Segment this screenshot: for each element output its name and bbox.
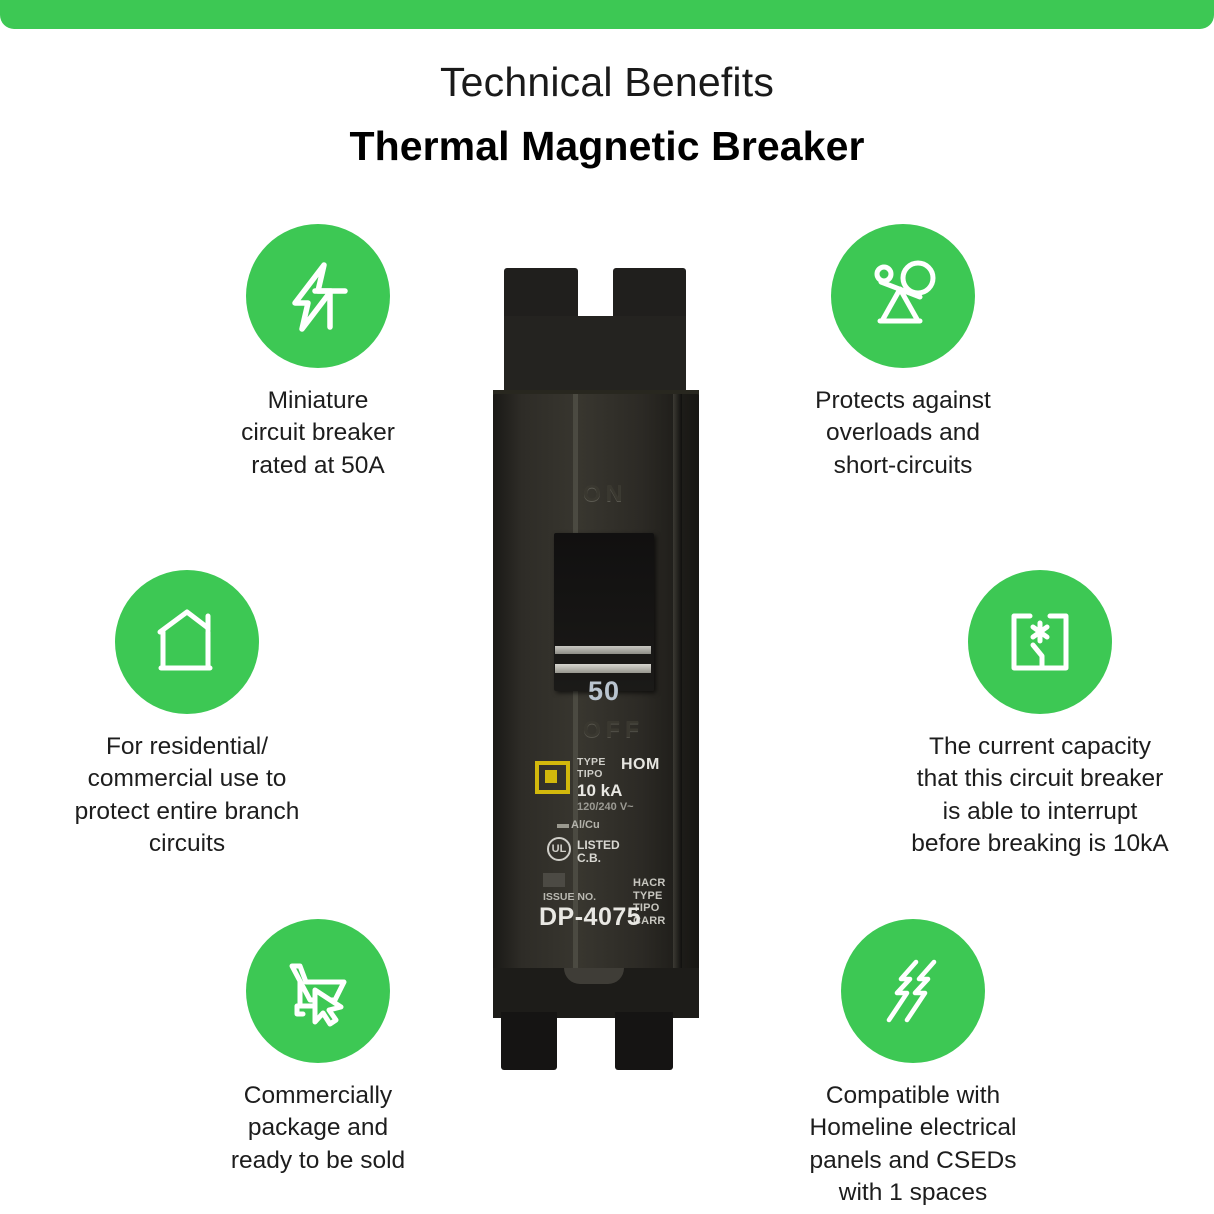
feature-caption: The current capacity that this circuit b…: [911, 733, 1169, 857]
nameplate-listed: LISTED C.B.: [577, 838, 620, 866]
listed-line-1: LISTED: [577, 838, 620, 852]
feature-protection: Protects against overloads and short-cir…: [748, 224, 1058, 482]
house-icon: [144, 599, 230, 685]
feature-caption: Miniature circuit breaker rated at 50A: [241, 387, 395, 479]
nameplate-conductor: Al/Cu: [557, 819, 600, 831]
nameplate-voltage: 120/240 V~: [577, 801, 634, 813]
type-en: TYPE: [577, 756, 606, 768]
nameplate-issue-label: ISSUE NO.: [543, 891, 597, 903]
feature-caption: Protects against overloads and short-cir…: [815, 387, 991, 479]
icon-badge: [831, 224, 975, 368]
type-es: TIPO: [577, 767, 603, 780]
breaker-neck: [504, 316, 686, 404]
nameplate-issue-box: [543, 873, 565, 887]
hacr-en: HACR TYPE: [633, 877, 666, 902]
double-lightning-bolt-icon: [870, 948, 956, 1034]
nameplate-type-value: HOM: [621, 756, 660, 773]
top-accent-bar: [0, 0, 1214, 29]
nameplate-issue-number: DP-4075: [539, 903, 642, 931]
nameplate-interrupt-rating: 10 kA: [577, 781, 623, 800]
circuit-interrupt-icon: [997, 599, 1083, 685]
handle-band-upper: [555, 646, 651, 654]
feature-application: For residential/ commercial use to prote…: [32, 570, 342, 860]
feature-caption: For residential/ commercial use to prote…: [74, 733, 300, 857]
feature-packaging: Commercially package and ready to be sol…: [163, 919, 473, 1177]
shopping-cart-cursor-icon: [275, 948, 361, 1034]
listed-line-2: C.B.: [577, 851, 601, 866]
page-title: Thermal Magnetic Breaker: [349, 123, 865, 170]
icon-badge: [115, 570, 259, 714]
breaker-right-edge: [673, 394, 682, 984]
breaker-on-marking: ON: [583, 480, 628, 506]
feature-rating: Miniature circuit breaker rated at 50A: [163, 224, 473, 482]
feature-caption: Commercially package and ready to be sol…: [230, 1082, 406, 1174]
nameplate-type-labels: TYPE TIPO: [577, 756, 606, 781]
feature-interrupt-capacity: The current capacity that this circuit b…: [885, 570, 1195, 860]
icon-badge: [968, 570, 1112, 714]
breaker-base-notch: [564, 968, 624, 984]
icon-badge: [246, 224, 390, 368]
breaker-prong-left: [501, 1012, 557, 1070]
feature-compatibility: Compatible with Homeline electrical pane…: [758, 919, 1068, 1209]
handle-band-lower: [555, 664, 651, 673]
nameplate-hacr: HACR TYPE TIPO CARR: [633, 877, 695, 928]
icon-badge: [841, 919, 985, 1063]
heading-block: Technical Benefits Thermal Magnetic Brea…: [0, 58, 1214, 171]
breaker-amperage-marking: 50: [587, 676, 621, 706]
unbalanced-scale-icon: [860, 253, 946, 339]
feature-caption: Compatible with Homeline electrical pane…: [809, 1082, 1017, 1206]
square-d-logo-icon: [535, 761, 570, 794]
ul-listed-icon: UL: [547, 837, 571, 861]
breaker-prong-right: [615, 1012, 673, 1070]
page-kicker: Technical Benefits: [439, 59, 775, 105]
hacr-es: TIPO CARR: [633, 902, 666, 927]
lightning-bolt-t-icon: [275, 253, 361, 339]
icon-badge: [246, 919, 390, 1063]
product-image-breaker: ON 50 OFF TYPE TIPO HOM 10 kA 120/240 V~…: [487, 268, 727, 1070]
breaker-off-marking: OFF: [583, 716, 644, 742]
